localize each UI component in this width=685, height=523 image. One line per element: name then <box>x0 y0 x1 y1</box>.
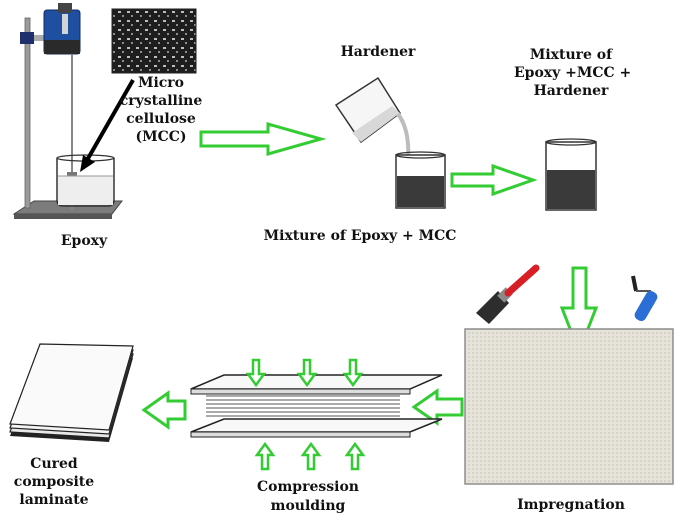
epoxy-mcc-mixture-label: Mixture of Epoxy + MCC <box>263 228 457 244</box>
hardener-beaker <box>334 76 411 161</box>
compression-moulding-label: Compression moulding <box>257 479 359 514</box>
press-arrow-up-3 <box>344 441 366 471</box>
mcc-pointer-arrow <box>84 79 135 163</box>
press-arrow-down-2 <box>296 358 318 388</box>
mcc-label: Micro crystalline cellulose (MCC) <box>119 75 203 145</box>
final-mixture-beaker <box>545 138 597 211</box>
mcc-micrograph <box>111 8 197 74</box>
hardener-label: Hardener <box>340 44 416 60</box>
arrow-press-to-laminate <box>141 390 187 430</box>
stirrer-apparatus <box>12 3 124 219</box>
press-arrow-down-3 <box>342 358 364 388</box>
press-arrow-up-1 <box>254 441 276 471</box>
cured-laminate-stack <box>9 343 134 442</box>
paint-roller-icon <box>631 275 658 322</box>
arrow-to-final-mixture <box>450 163 538 197</box>
fabric-sheet <box>464 328 674 485</box>
arrow-fabric-to-press <box>411 388 464 426</box>
arrow-mcc-to-mixing <box>199 122 327 156</box>
press-arrow-down-1 <box>245 358 267 388</box>
mixture-beaker <box>395 151 446 209</box>
cured-laminate-label: Cured composite laminate <box>13 456 95 508</box>
compression-press <box>190 374 443 438</box>
final-mixture-label: Mixture of Epoxy +MCC + Hardener <box>514 47 632 99</box>
epoxy-label: Epoxy <box>60 233 108 249</box>
paint-brush-icon <box>476 264 540 324</box>
press-arrow-up-2 <box>300 441 322 471</box>
impregnation-label: Impregnation <box>517 497 625 513</box>
